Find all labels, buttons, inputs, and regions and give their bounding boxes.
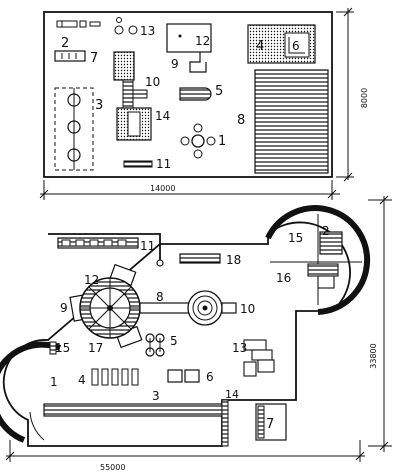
bottom-item-3: [29, 403, 223, 441]
top-item-2: [56, 20, 101, 28]
bottom-item-2: [319, 231, 343, 255]
bottom-item-6: [167, 369, 200, 383]
top-plan-outline: [43, 11, 333, 178]
bottom-round-room-cross: [270, 214, 362, 305]
top-label-5: 5: [215, 84, 223, 99]
bottom-item-5: [145, 333, 165, 357]
bottom-label-4: 4: [78, 373, 86, 387]
top-item-5: [179, 87, 212, 101]
bottom-item-15-left: [49, 341, 57, 355]
bottom-label-2: 2: [322, 224, 330, 238]
top-item-8: [254, 69, 329, 174]
bottom-label-8: 8: [156, 290, 164, 304]
top-label-13: 13: [140, 24, 155, 38]
bottom-label-10: 10: [240, 302, 255, 316]
bottom-item-8: [139, 302, 196, 314]
top-plan: 2 7 3 13 10: [39, 7, 369, 200]
top-height-dimension: 8000: [360, 88, 369, 108]
bottom-label-17: 17: [88, 341, 103, 355]
bottom-label-9: 9: [60, 301, 68, 315]
bottom-label-15-right: 15: [288, 231, 303, 245]
bottom-label-12: 12: [84, 273, 99, 287]
top-label-11: 11: [156, 157, 171, 171]
top-label-6: 6: [292, 39, 300, 53]
top-item-11: [123, 160, 153, 168]
bottom-item-round-stage: [69, 263, 143, 349]
bottom-column-marker: [156, 259, 164, 267]
bottom-width-dimension: 55000: [100, 463, 125, 472]
bottom-label-14: 14: [225, 388, 239, 401]
top-width-dimension: 14000: [150, 184, 175, 193]
bottom-item-10: [187, 290, 237, 326]
bottom-plan: 11 18 12 9 17 8: [0, 195, 392, 472]
top-height-dimension-line: [336, 7, 354, 182]
bottom-item-13: [243, 339, 275, 377]
top-label-14: 14: [155, 109, 170, 123]
bottom-item-14: [221, 399, 229, 447]
bottom-label-1: 1: [50, 375, 58, 389]
top-item-7: [54, 50, 86, 62]
top-label-4: 4: [256, 39, 264, 54]
bottom-height-dimension: 33800: [369, 343, 378, 368]
bottom-label-5: 5: [170, 334, 178, 348]
bottom-label-6: 6: [206, 370, 214, 384]
bottom-item-18: [179, 253, 221, 264]
top-label-3: 3: [95, 98, 103, 113]
top-label-10: 10: [145, 75, 160, 89]
top-item-4: [247, 24, 316, 64]
bottom-item-4: [91, 368, 139, 386]
bottom-label-16: 16: [276, 271, 291, 285]
top-item-10: [113, 51, 148, 109]
top-width-dimension-line: [39, 180, 340, 200]
bottom-label-18: 18: [226, 253, 241, 267]
bottom-label-15-left: 15: [55, 341, 70, 355]
bottom-label-13: 13: [232, 341, 247, 355]
top-label-8: 8: [237, 113, 245, 128]
top-item-12: [166, 23, 212, 73]
top-label-12: 12: [195, 34, 210, 48]
bottom-height-dimension-line: [368, 195, 392, 452]
bottom-label-3: 3: [152, 389, 160, 403]
top-label-1: 1: [218, 134, 226, 149]
bottom-item-7: [255, 403, 287, 441]
top-item-1: [180, 123, 216, 159]
bottom-round-wall-right: [265, 205, 371, 315]
bottom-label-7: 7: [266, 417, 274, 432]
top-item-13: [114, 17, 138, 35]
top-item-14: [116, 107, 152, 141]
top-label-9: 9: [171, 57, 179, 71]
bottom-label-11: 11: [140, 239, 155, 253]
bottom-item-16: [307, 263, 339, 289]
top-label-7: 7: [90, 51, 98, 66]
bottom-width-dimension-line: [5, 440, 365, 462]
top-item-3: [54, 87, 94, 171]
bottom-item-11: [57, 237, 139, 249]
bottom-round-wall-left: [0, 341, 62, 443]
top-label-2: 2: [61, 36, 69, 51]
